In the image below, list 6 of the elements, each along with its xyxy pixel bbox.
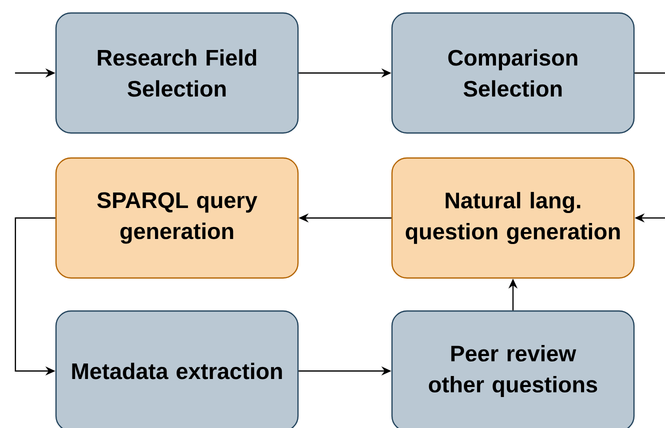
generation-box: SPARQL query generation	[55, 157, 299, 279]
process-box: Research Field Selection	[55, 12, 299, 134]
process-box: Peer review other questions	[391, 310, 635, 428]
generation-box: Natural lang. question generation	[391, 157, 635, 279]
process-box: Comparison Selection	[391, 12, 635, 134]
process-box: Metadata extraction	[55, 310, 299, 428]
